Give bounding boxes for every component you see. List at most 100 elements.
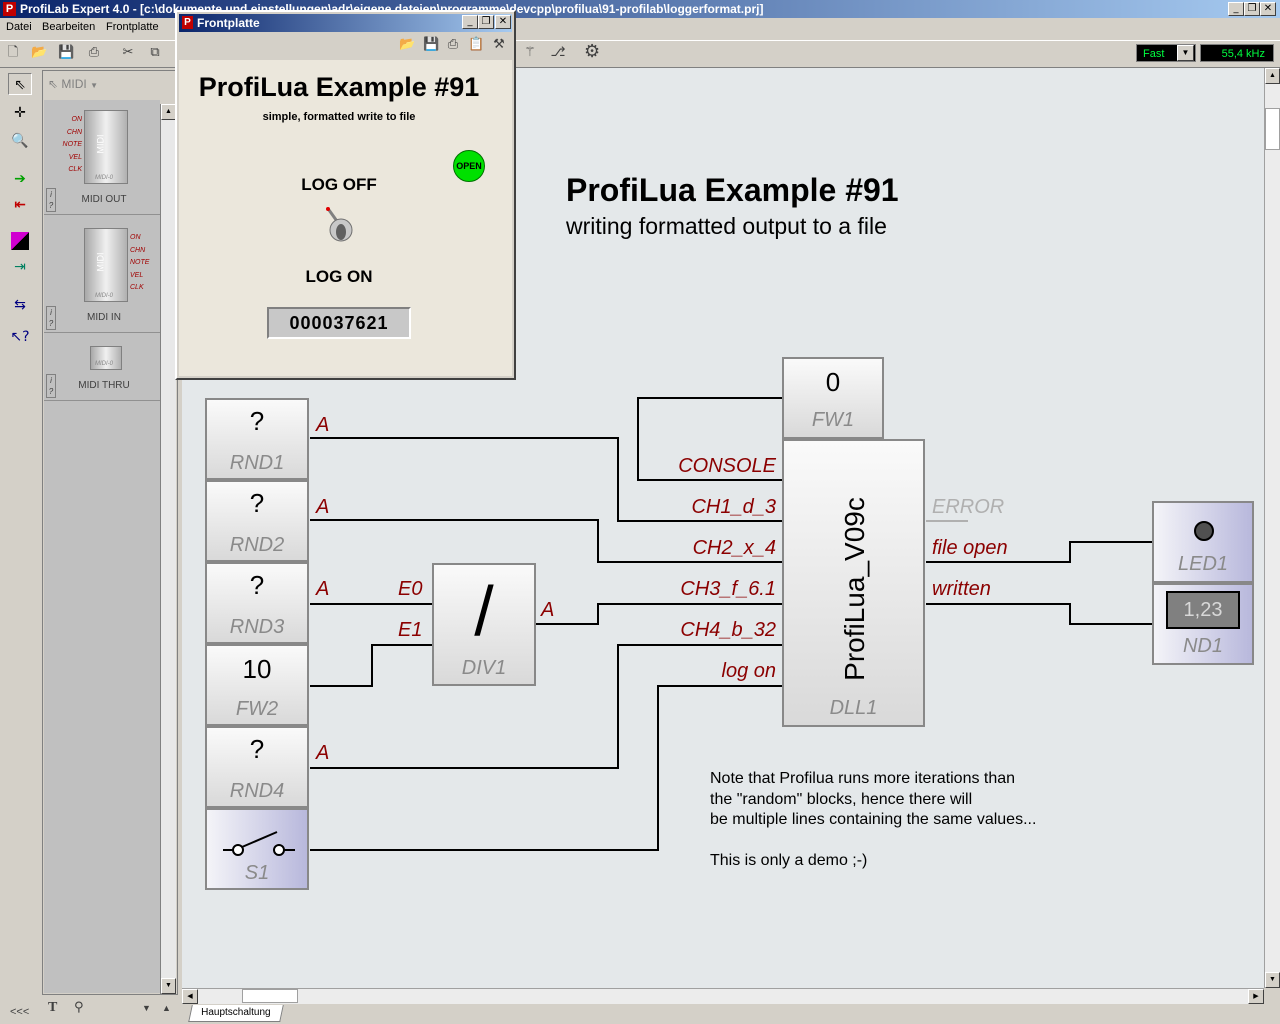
pin-out: A [316, 414, 330, 436]
open-folder-icon[interactable]: 📂 [399, 37, 416, 52]
run-icon[interactable]: ➔ [14, 171, 26, 187]
chip-label: MIDI [95, 252, 106, 272]
text-tool-icon[interactable]: T [48, 1000, 58, 1015]
hilo-icon[interactable] [8, 230, 32, 252]
fw2-block[interactable]: 10 FW2 [205, 644, 309, 726]
scroll-left-icon[interactable]: ◀ [182, 989, 198, 1004]
rnd2-block[interactable]: ? RND2 [205, 480, 309, 562]
cut-icon[interactable]: ✂ [122, 45, 134, 60]
pin-label: VEL [130, 271, 144, 279]
help-glyph: ? [48, 387, 54, 396]
link-icon[interactable]: ⎇ [550, 45, 566, 60]
led1-block[interactable]: LED1 [1152, 501, 1254, 583]
collapse-button[interactable]: <<< [10, 1006, 30, 1018]
info-icon[interactable]: i? [46, 306, 56, 330]
switch-icon [223, 831, 295, 856]
fp-close-button[interactable]: ✕ [495, 15, 511, 29]
info-glyph: i [50, 190, 52, 199]
clipboard-icon[interactable]: 📋 [468, 37, 485, 52]
fw1-block[interactable]: 0 FW1 [782, 357, 884, 439]
scroll-thumb[interactable] [242, 989, 298, 1003]
scroll-thumb[interactable] [1265, 108, 1280, 150]
frequency-display: 55,4 kHz [1200, 44, 1274, 62]
dll1-block[interactable]: ProfiLua_V09c DLL1 [782, 439, 925, 727]
block-label: RND4 [229, 780, 285, 802]
s1-switch-block[interactable]: S1 [205, 808, 309, 890]
fp-heading: ProfiLua Example #91 [198, 72, 480, 102]
scroll-up-icon[interactable]: ▲ [1265, 68, 1280, 84]
new-file-icon[interactable]: 🗋 [7, 45, 19, 60]
stop-icon[interactable]: ⇤ [14, 197, 26, 213]
save-icon[interactable]: 💾 [58, 45, 75, 60]
pin-in: CH2_x_4 [692, 537, 776, 559]
midi-in-chip[interactable]: MIDI MIDI-0 [84, 228, 128, 302]
pointer-tool-icon[interactable]: ⇖ [8, 73, 32, 95]
info-icon[interactable]: i? [46, 374, 56, 398]
minimize-button[interactable]: _ [1228, 2, 1244, 16]
info-icon[interactable]: i? [46, 188, 56, 212]
zoom-tool-icon[interactable]: 🔍 [11, 133, 29, 149]
pin-in: CONSOLE [678, 455, 776, 477]
pin-in: CH3_f_6.1 [680, 578, 776, 600]
gear-icon[interactable]: ⚙ [584, 41, 601, 62]
rnd3-block[interactable]: ? RND3 [205, 562, 309, 644]
block-label: DIV1 [461, 657, 507, 679]
chevron-down-icon[interactable]: ▼ [1177, 45, 1194, 61]
numeric-display: 1,23 [1166, 591, 1240, 629]
library-category-select[interactable]: ⇖ MIDI ▼ [48, 77, 98, 91]
arrow-down-icon[interactable]: ▼ [142, 1003, 151, 1013]
midi-out-chip[interactable]: MIDI MIDI-0 [84, 110, 128, 184]
help-pointer-icon[interactable]: ↖? [10, 329, 30, 345]
frontpanel-titlebar[interactable]: Frontplatte [179, 14, 512, 32]
print-icon[interactable]: ⎙ [447, 37, 459, 52]
chevron-down-icon: ▼ [90, 81, 99, 90]
restore-button[interactable]: ❐ [1244, 2, 1260, 16]
scroll-down-icon[interactable]: ▼ [1265, 972, 1280, 988]
block-label: S1 [244, 862, 270, 884]
block-value: ? [249, 734, 265, 764]
pointer-small-icon: ⇖ [48, 77, 59, 91]
midi-thru-chip[interactable]: MIDI-0 [90, 346, 122, 370]
tools-icon[interactable]: ⚒ [493, 37, 505, 52]
pin-in: E0 [398, 578, 423, 600]
midi-in-pins: ON CHN NOTE VEL CLK [130, 232, 152, 295]
library-scrollbar[interactable]: ▲ ▼ [160, 104, 176, 994]
crosshair-tool-icon[interactable]: ✛ [14, 105, 26, 121]
pin-label: CHN [130, 246, 146, 254]
chip-sub: MIDI-0 [95, 293, 113, 299]
menu-frontplatte[interactable]: Frontplatte [106, 21, 159, 33]
fp-maximize-button[interactable]: ❐ [478, 15, 494, 29]
scroll-right-icon[interactable]: ▶ [1248, 989, 1264, 1004]
frontpanel-body: ProfiLua Example #91 simple, formatted w… [179, 60, 512, 376]
open-folder-icon[interactable]: 📂 [31, 45, 48, 60]
save-icon[interactable]: 💾 [423, 37, 440, 52]
tab-hauptschaltung[interactable]: Hauptschaltung [188, 1005, 284, 1022]
midi-in-caption: MIDI IN [87, 312, 121, 323]
rnd1-block[interactable]: ? RND1 [205, 398, 309, 480]
frontpanel-window[interactable]: Frontplatte P _ ❐ ✕ 📂 💾 ⎙ 📋 ⚒ ProfiLua E… [175, 10, 516, 380]
dll-name: ProfiLua_V09c [839, 497, 870, 681]
library-category: MIDI [61, 77, 87, 91]
pin-label: CLK [68, 166, 82, 173]
probe-icon[interactable]: ⚚ [524, 45, 536, 60]
fp-subheading: simple, formatted write to file [262, 111, 416, 123]
close-button[interactable]: ✕ [1260, 2, 1276, 16]
log-off-label: LOG OFF [301, 175, 377, 194]
menu-bearbeiten[interactable]: Bearbeiten [42, 21, 96, 33]
fp-minimize-button[interactable]: _ [462, 15, 478, 29]
nd1-block[interactable]: 1,23 ND1 [1152, 583, 1254, 665]
scroll-up-icon[interactable]: ▲ [161, 104, 176, 120]
scroll-down-icon[interactable]: ▼ [161, 978, 176, 994]
menu-datei[interactable]: Datei [6, 21, 32, 33]
arrow-up-icon[interactable]: ▲ [162, 1003, 171, 1013]
vertical-scrollbar[interactable]: ▲ ▼ [1264, 68, 1280, 988]
horizontal-scrollbar[interactable]: ◀ ▶ [182, 988, 1264, 1004]
rnd4-block[interactable]: ? RND4 [205, 726, 309, 808]
print-icon[interactable]: ⎙ [88, 45, 100, 60]
copy-icon[interactable]: ⧉ [150, 45, 160, 60]
log-toggle-switch[interactable] [325, 206, 353, 244]
exchange-icon[interactable]: ⇆ [14, 297, 26, 313]
div1-block[interactable]: / DIV1 [432, 563, 536, 686]
step-icon[interactable]: ⇥ [14, 259, 26, 275]
binoculars-icon[interactable]: ⚲ [74, 1000, 84, 1015]
